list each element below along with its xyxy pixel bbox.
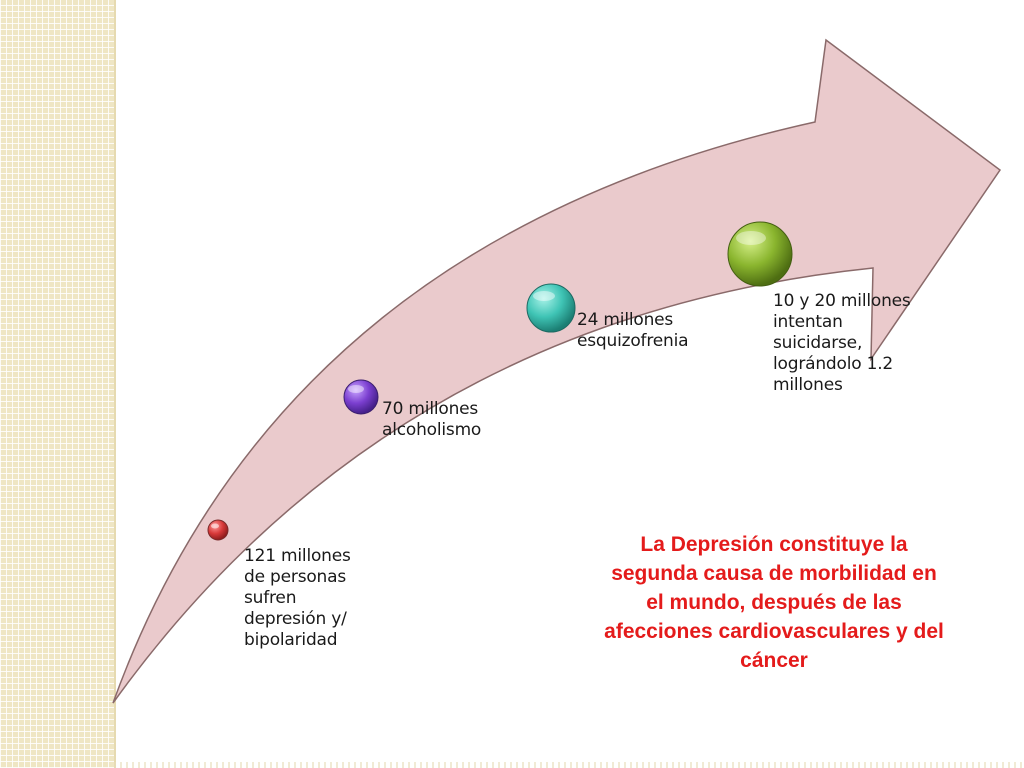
side-pattern-strip [0,0,116,768]
milestone-marker-3 [526,283,576,333]
bottom-dotted-border [114,762,1024,768]
milestone-label-schizophrenia: 24 millones esquizofrenia [577,310,689,351]
depression-note: La Depresión constituye la segunda causa… [604,533,944,672]
milestone-label-depression: 121 millones de personas sufren depresió… [244,546,351,650]
milestone-marker-4 [727,221,793,287]
arrow-shape [112,38,1002,704]
milestone-label-suicide: 10 y 20 millones intentan suicidarse, lo… [773,291,911,395]
milestone-marker-2 [343,379,379,415]
milestone-label-alcoholism: 70 millones alcoholismo [382,399,482,440]
milestone-marker-1 [207,519,229,541]
